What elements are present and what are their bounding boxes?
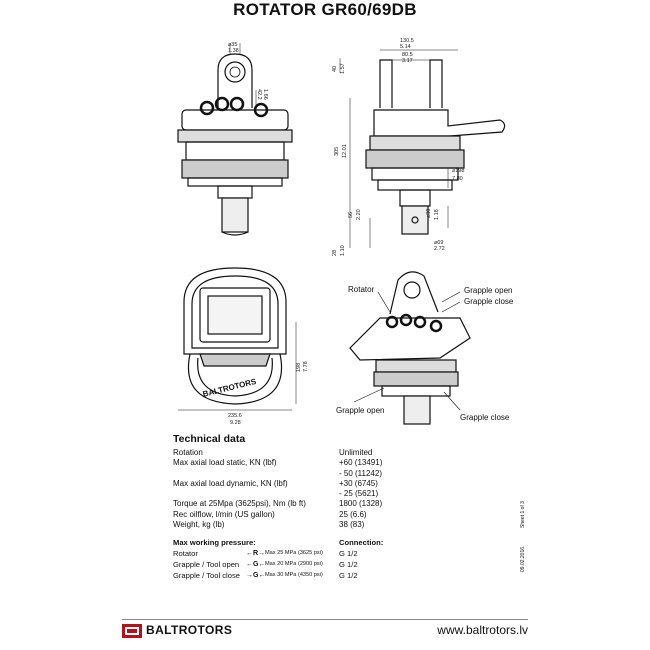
grapple-close-arrow-icon: →G← xyxy=(246,572,266,579)
tech-row: Max axial load static, KN (lbf)+60 (1349… xyxy=(173,458,383,468)
dim-198b-in: 7.78 xyxy=(303,361,309,372)
dim-30: ⌀30 xyxy=(426,209,432,218)
dim-235-in: 9.28 xyxy=(230,420,241,426)
pressure-row: Grapple / Tool close →G← Max 30 MPa (435… xyxy=(173,571,358,580)
tech-row: Torque at 25Mpa (3625psi), Nm (lb ft)180… xyxy=(173,499,383,509)
dim-pin-dia-in: 1.38 xyxy=(228,48,239,54)
dim-28-in: 1.10 xyxy=(340,245,346,256)
dim-40-in: 1.57 xyxy=(340,63,346,74)
page-title: ROTATOR GR60/69DB xyxy=(233,0,417,19)
dim-56: 56 xyxy=(348,212,354,218)
dim-305-in: 12.01 xyxy=(342,144,348,158)
tech-row: Rec oilflow, l/min (US gallon)25 (6.6) xyxy=(173,509,367,519)
footer-divider xyxy=(122,619,528,620)
tech-row: - 50 (11242) xyxy=(339,468,382,478)
dim-80-in: 3.17 xyxy=(402,58,413,64)
isometric-view-drawing: Rotator Grapple open Grapple close Grapp… xyxy=(336,271,514,425)
rotator-arrow-icon: ←R→ xyxy=(246,550,266,557)
pressure-heading: Max working pressure: xyxy=(173,538,256,547)
tech-row: - 25 (5621) xyxy=(339,489,379,499)
date-note: 09.02.2016. xyxy=(520,545,526,572)
dim-30-in: 1.18 xyxy=(434,209,440,220)
website-link[interactable]: www.baltrotors.lv xyxy=(437,623,528,637)
dim-42-in: 1.66 xyxy=(262,89,268,100)
dim-42: 42.2 xyxy=(256,89,262,100)
dim-198-in: 7.80 xyxy=(452,176,463,182)
grapple-open-arrow-icon: ←G← xyxy=(246,561,266,568)
label-grapple-open-top: Grapple open xyxy=(464,286,512,295)
label-grapple-close-bottom: Grapple close xyxy=(460,413,510,422)
tech-row: Max axial load dynamic, KN (lbf)+30 (674… xyxy=(173,478,378,488)
pressure-header-row: Max working pressure: Connection: xyxy=(173,537,403,548)
pressure-row: Rotator ←R→ Max 25 MPa (3625 psi) G 1/2 xyxy=(173,549,358,558)
label-rotator: Rotator xyxy=(348,285,375,294)
front-view-drawing: ⌀35 1.38 42.2 1.66 xyxy=(177,42,293,236)
label-grapple-open-bottom: Grapple open xyxy=(336,406,384,415)
dim-69-in: 2.72 xyxy=(434,246,445,252)
top-view-drawing: BALTROTORS 235.6 9.28 198 7.78 xyxy=(178,267,309,426)
pressure-section: Max working pressure: Connection: Rotato… xyxy=(173,537,403,581)
dim-40: 40 xyxy=(332,66,338,72)
label-grapple-close-top: Grapple close xyxy=(464,297,514,306)
tech-row: Weight, kg (lb)38 (83) xyxy=(173,520,365,530)
dim-130: 130.5 xyxy=(400,38,414,44)
dim-198: ⌀198 xyxy=(452,168,465,174)
sheet-note: Sheet 1 of 3 xyxy=(520,501,526,528)
dim-69: ⌀69 xyxy=(434,240,443,246)
dim-56-in: 2.20 xyxy=(356,209,362,220)
dim-130-in: 5.14 xyxy=(400,44,411,50)
side-view-drawing: 130.5 5.14 80.5 3.17 40 1.57 305 12.01 ⌀… xyxy=(332,38,506,256)
connection-heading: Connection: xyxy=(339,538,384,547)
dim-80: 80.5 xyxy=(402,52,413,58)
tech-heading: Technical data xyxy=(173,433,246,445)
dim-28: 28 xyxy=(332,250,338,256)
dim-pin-dia: ⌀35 xyxy=(228,42,237,48)
dim-198b: 198 xyxy=(296,363,302,372)
baltrotors-logo-icon xyxy=(122,624,142,638)
dim-305: 305 xyxy=(334,147,340,156)
pressure-row: Grapple / Tool open ←G← Max 20 MPa (2900… xyxy=(173,560,358,569)
dim-235: 235.6 xyxy=(228,413,242,419)
brand-name: BALTROTORS xyxy=(146,623,233,637)
